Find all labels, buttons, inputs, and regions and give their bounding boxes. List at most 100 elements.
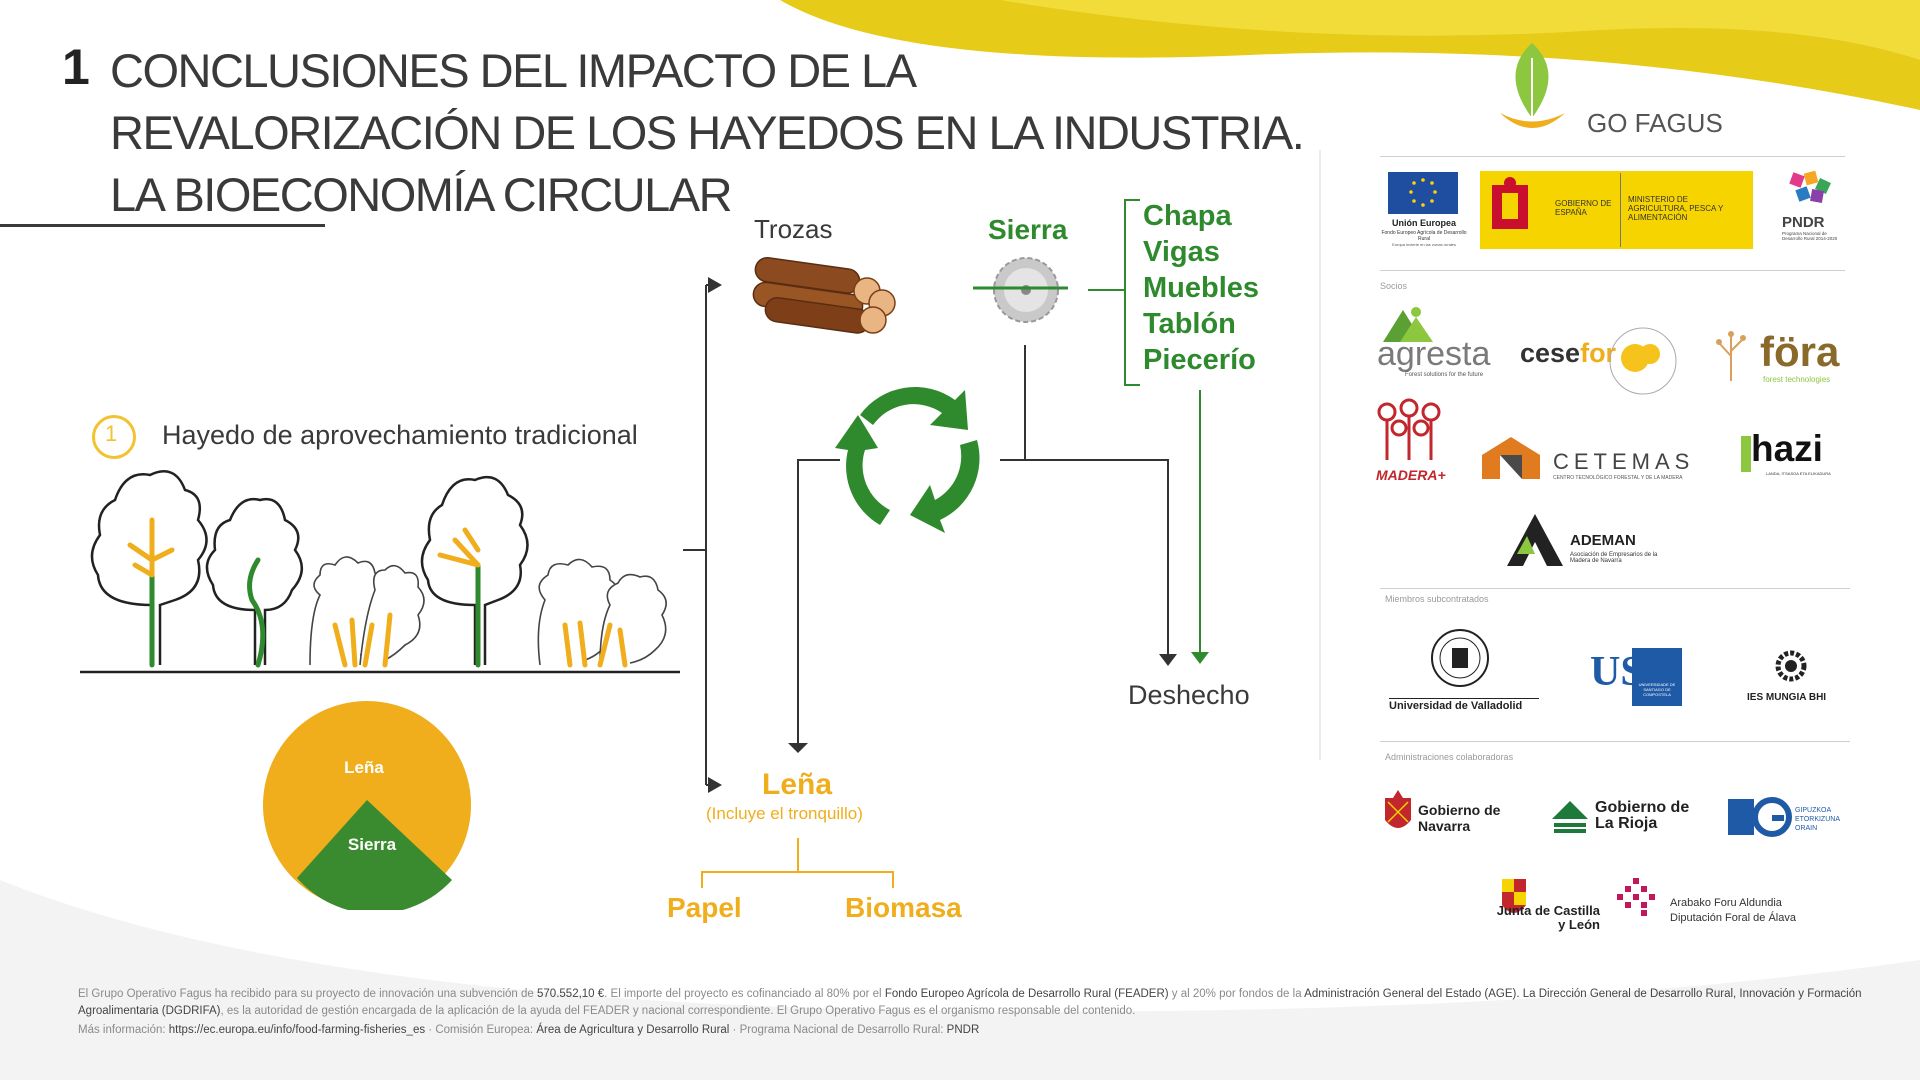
arrow-trozas-icon <box>708 277 722 293</box>
cetemas-sub: CENTRO TECNOLÓGICO FORESTAL Y DE LA MADE… <box>1553 475 1683 481</box>
footer-text: · Comisión Europea: <box>425 1024 537 1036</box>
footer-text: El Grupo Operativo Fagus ha recibido par… <box>78 988 538 1000</box>
cycle-to-lena <box>797 459 840 745</box>
eu-sub: Fondo Europeo Agrícola de Desarrollo Rur… <box>1381 230 1467 242</box>
trozas-label: Trozas <box>754 214 833 244</box>
footer-area: Área de Agricultura y Desarrollo Rural <box>536 1024 730 1036</box>
arrow-deshecho-icon <box>1159 654 1177 666</box>
beech-forest-illustration <box>80 470 680 674</box>
forest-number: 1 <box>105 421 118 446</box>
uva-underline <box>1389 698 1539 699</box>
deshecho-label: Deshecho <box>1128 680 1250 710</box>
navarra-shield-icon <box>1385 790 1411 828</box>
forest-label: Hayedo de aprovechamiento tradicional <box>162 420 638 450</box>
footer-feader: Fondo Europeo Agrícola de Desarrollo Rur… <box>884 988 1169 1000</box>
logs-icon <box>752 256 896 334</box>
product-muebles: Muebles <box>1143 272 1260 304</box>
uva-seal-icon <box>1431 629 1489 687</box>
footer-gray-band <box>0 880 1920 1080</box>
footer-pndr: PNDR <box>946 1024 980 1036</box>
hazi-sub: LANDA, ITSASOA ETA ELIKADURA <box>1766 471 1831 476</box>
footer-text: Más información: <box>78 1024 169 1036</box>
pndr-label: PNDR <box>1782 214 1825 231</box>
papel-label: Papel <box>667 892 742 923</box>
gipuzkoa-logo-icon <box>1728 797 1792 837</box>
leña-sierra-pie-chart: Leña Sierra <box>263 701 471 910</box>
cesefor-a: cese <box>1520 338 1581 368</box>
ademan-logo: ADEMAN <box>1570 532 1636 549</box>
product-vigas: Vigas <box>1143 236 1220 268</box>
coppice-2 <box>562 620 628 668</box>
biomasa-label: Biomasa <box>845 892 962 923</box>
footer-funding-text: El Grupo Operativo Fagus ha recibido par… <box>78 986 1868 1020</box>
footer-link[interactable]: https://ec.europa.eu/info/food-farming-f… <box>168 1024 426 1036</box>
products-bracket <box>1124 199 1140 386</box>
castilla-logo: Junta de Castilla y León <box>1496 903 1600 932</box>
alava-logo-icon <box>1617 878 1655 916</box>
tree-1 <box>90 470 208 665</box>
divider <box>1380 270 1845 271</box>
product-tablon: Tablón <box>1143 308 1236 340</box>
products-list: Chapa Vigas Muebles Tablón Piecerío <box>1143 198 1259 378</box>
product-chapa: Chapa <box>1143 200 1232 232</box>
agresta-logo: agresta <box>1377 335 1491 373</box>
eu-label: Unión Europea <box>1391 218 1456 228</box>
cetemas-house-icon <box>1482 437 1540 479</box>
rioja-logo: Gobierno de La Rioja <box>1595 799 1690 832</box>
pie-slice-sierra <box>297 800 452 910</box>
footer-text: · Programa Nacional de Desarrollo Rural: <box>729 1024 947 1036</box>
banner-divider <box>1620 173 1621 247</box>
cetemas-logo: CETEMAS <box>1553 449 1695 474</box>
fora-sub: forest technologies <box>1763 375 1831 384</box>
go-fagus-leaf-icon <box>1500 43 1565 128</box>
footer-text: y al 20% por fondos de la <box>1168 988 1305 1000</box>
cesefor-circles-icon <box>1609 327 1677 395</box>
footer-age: Administración General del Estado (AGE).… <box>78 988 1862 1017</box>
eu-flag-icon <box>1388 172 1458 214</box>
eu-sub2: Europa invierte en las zonas rurales <box>1392 242 1456 247</box>
navarra-logo: Gobierno de Navarra <box>1418 802 1501 834</box>
footer-text: , es la autoridad de gestión encargada d… <box>220 1005 1136 1017</box>
tree-3 <box>420 475 529 665</box>
go-fagus-brand: GO FAGUS <box>1587 108 1723 138</box>
ies-logo: IES MUNGIA BHI <box>1747 692 1827 703</box>
uva-logo: Universidad de Valladolid <box>1389 700 1523 712</box>
socios-heading: Socios <box>1380 281 1408 291</box>
product-piecerio: Piecerío <box>1143 344 1256 376</box>
footer-amount: 570.552,10 € <box>537 988 605 1000</box>
administraciones-heading: Administraciones colaboradoras <box>1385 752 1514 762</box>
divider <box>1380 156 1845 157</box>
trunk-2 <box>247 557 266 668</box>
pndr-logo-icon <box>1789 170 1831 203</box>
lena-label: Leña <box>762 768 833 801</box>
usc-box: UNIVERSIDADE DE SANTIAGO DE COMPOSTELA <box>1632 648 1682 706</box>
branches-1 <box>127 517 175 578</box>
tree-2 <box>205 497 303 665</box>
gipuzkoa-logo: GIPUZKOA ETORKIZUNA ORAIN <box>1795 807 1840 832</box>
footer-text: . El importe del proyecto es cofinanciad… <box>604 988 885 1000</box>
madera-trees-icon <box>1377 398 1441 460</box>
slide-number: 1 <box>62 39 90 95</box>
hazi-logo: hazi <box>1751 428 1823 469</box>
flow-connectors <box>683 199 1209 888</box>
ies-gear-icon <box>1775 650 1807 682</box>
madera-logo: MADERA+ <box>1376 467 1446 483</box>
bush-4 <box>599 573 667 666</box>
lena-split <box>701 871 894 888</box>
lena-note: (Incluye el tronquillo) <box>706 804 863 823</box>
fora-tree-icon <box>1716 331 1746 381</box>
spain-coat-of-arms-icon <box>1492 177 1528 229</box>
arrow-green-deshecho-icon <box>1191 652 1209 664</box>
arrow-down-lena-icon <box>788 743 808 753</box>
pie-label-sierra: Sierra <box>348 835 397 854</box>
alava-line1: Arabako Foru Aldundia <box>1670 897 1782 909</box>
saw-icon <box>973 257 1068 323</box>
yellow-wave-light <box>1000 0 1920 60</box>
page-title: CONCLUSIONES DEL IMPACTO DE LA REVALORIZ… <box>110 44 1305 221</box>
usc-sub: UNIVERSIDADE DE SANTIAGO DE COMPOSTELA <box>1638 682 1676 697</box>
branches-3 <box>437 527 481 568</box>
sierra-label: Sierra <box>988 214 1068 245</box>
pie-label-lena: Leña <box>344 758 384 777</box>
title-underline <box>0 224 325 227</box>
